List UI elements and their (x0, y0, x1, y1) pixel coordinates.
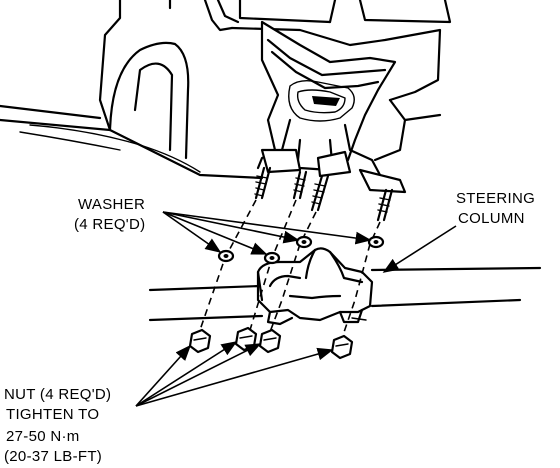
steering-column-assembly (148, 247, 542, 326)
nut-3 (258, 328, 282, 354)
mounting-studs (254, 166, 394, 222)
washer-label-line1: WASHER (78, 196, 146, 213)
washers (217, 235, 385, 265)
washer-4 (367, 235, 385, 249)
steering-column-label-line1: STEERING (456, 190, 536, 207)
nut-1 (188, 328, 212, 354)
leader-lines (135, 211, 457, 407)
nuts (188, 326, 354, 360)
torque-spec-imperial: (20-37 LB-FT) (4, 448, 103, 465)
nut-4 (330, 334, 354, 360)
nut-label-line1: NUT (4 REQ'D) (4, 386, 112, 403)
steering-column-label-line2: COLUMN (458, 210, 525, 227)
mounting-bracket (256, 20, 407, 194)
torque-spec-metric: 27-50 N·m (6, 428, 80, 445)
nut-label-line2: TIGHTEN TO (6, 406, 100, 423)
washer-2 (263, 251, 281, 265)
washer-3 (295, 235, 313, 249)
instrument-panel-structure (0, 0, 452, 180)
washer-1 (217, 249, 235, 263)
washer-label-line2: (4 REQ'D) (74, 216, 146, 233)
